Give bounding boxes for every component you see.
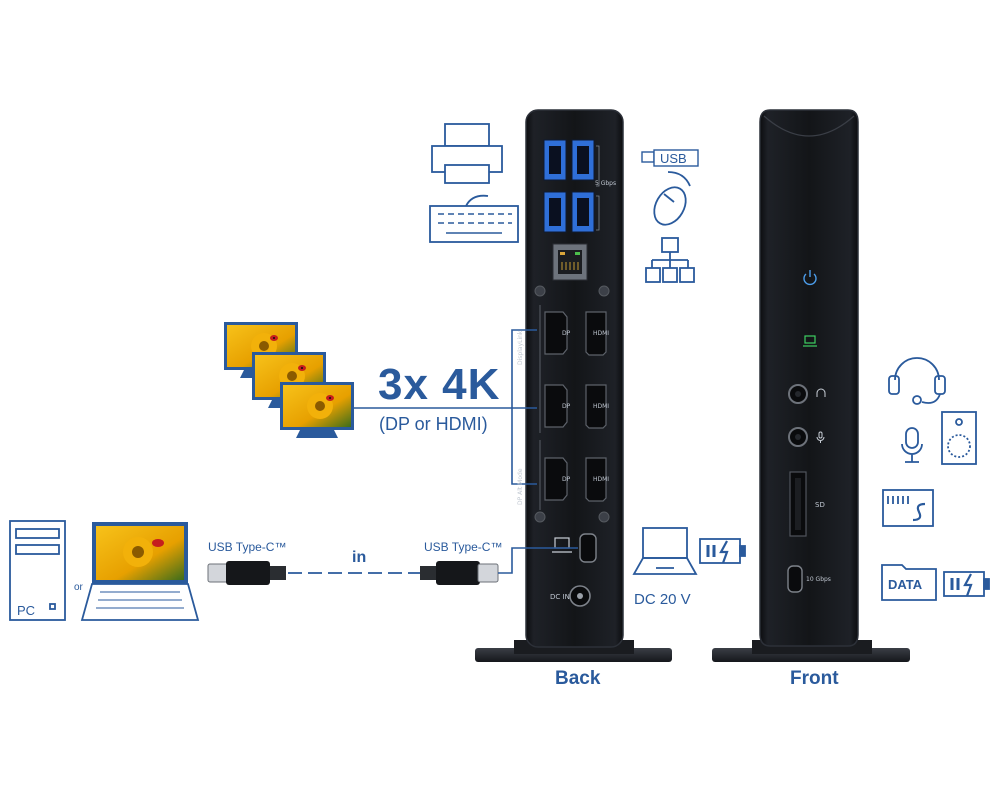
data-folder-icon	[881, 564, 937, 601]
hdmi-label-1: HDMI	[593, 330, 610, 337]
charging-battery-icon	[699, 538, 746, 564]
or-label: or	[74, 582, 83, 593]
headline-resolution: 3x 4K	[378, 360, 501, 409]
microphone-icon	[901, 427, 923, 463]
alt-mode-label: DP Alt Mode	[517, 468, 524, 505]
usb-a-ports	[543, 139, 600, 233]
front-caption: Front	[790, 668, 839, 689]
usb-c-cable	[207, 547, 578, 585]
sd-label: SD	[815, 501, 825, 509]
charging-battery-icon-front	[943, 571, 990, 597]
display-ports	[544, 311, 607, 502]
dc-in-label: DC IN	[550, 593, 570, 601]
front-usbc-speed-label: 10 Gbps	[806, 576, 831, 583]
front-dock	[712, 109, 910, 662]
printer-icon	[431, 123, 503, 184]
speaker-icon	[941, 411, 977, 465]
back-caption: Back	[555, 668, 601, 689]
pc-tower-icon	[9, 520, 66, 621]
laptop-icon	[80, 522, 200, 621]
dp-label-1: DP	[562, 330, 571, 337]
pc-label: PC	[17, 603, 36, 618]
displaylink-label: DisplayLink	[517, 330, 524, 365]
front-dock-body	[759, 109, 859, 647]
ethernet-port	[552, 243, 588, 281]
headset-icon	[888, 357, 946, 405]
data-label: DATA	[888, 577, 923, 592]
hdmi-label-2: HDMI	[593, 403, 610, 410]
mouse-icon	[653, 171, 691, 226]
laptop-status-icon	[803, 335, 817, 347]
front-usbc-port	[787, 565, 803, 593]
back-dock	[475, 109, 672, 662]
display-connection-lines	[354, 329, 537, 485]
sd-card-icon	[882, 489, 934, 527]
power-icon	[803, 270, 817, 286]
usb-stick-icon	[641, 149, 699, 167]
usb-speed-label: 5 Gbps	[595, 180, 617, 187]
headline-ports: (DP or HDMI)	[379, 414, 488, 434]
laptop-charging-icon	[632, 527, 698, 575]
screws	[534, 285, 610, 523]
mic-glyph	[816, 431, 825, 443]
network-icon	[645, 237, 695, 283]
back-dock-body	[525, 109, 624, 648]
monitor-icon	[224, 322, 354, 438]
usb-label: USB	[660, 151, 687, 166]
back-usbc-port	[579, 533, 597, 563]
in-label: in	[352, 549, 367, 566]
headphone-glyph	[816, 388, 826, 397]
host-cable-label: USB Type-C™	[208, 540, 287, 554]
hdmi-label-3: HDMI	[593, 476, 610, 483]
dp-label-2: DP	[562, 403, 571, 410]
dc-power-label: DC 20 V	[634, 591, 691, 608]
keyboard-icon	[429, 194, 519, 243]
dp-label-3: DP	[562, 476, 571, 483]
dock-cable-label: USB Type-C™	[424, 540, 503, 554]
